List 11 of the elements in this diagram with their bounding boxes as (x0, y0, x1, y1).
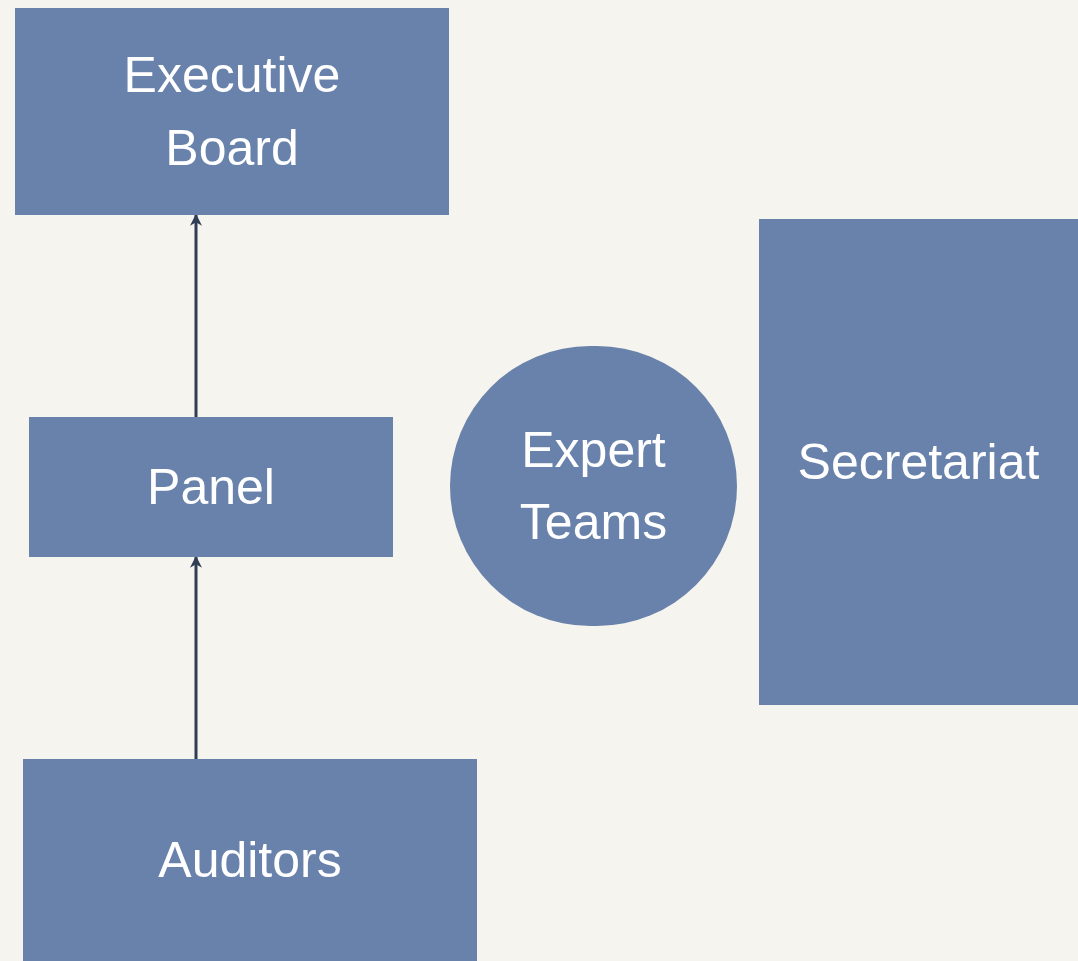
process-box (15, 8, 449, 215)
process-box (23, 759, 477, 961)
node-label: Panel (146, 457, 276, 517)
node-label: Secretariat (796, 432, 1041, 492)
node-label: Expert Teams (518, 420, 669, 552)
node-label: Auditors (157, 830, 343, 890)
process-box (759, 219, 1078, 705)
arrow (190, 213, 202, 417)
process-box (29, 417, 393, 557)
node-label: Executive Board (122, 46, 342, 178)
arrow (190, 555, 202, 759)
